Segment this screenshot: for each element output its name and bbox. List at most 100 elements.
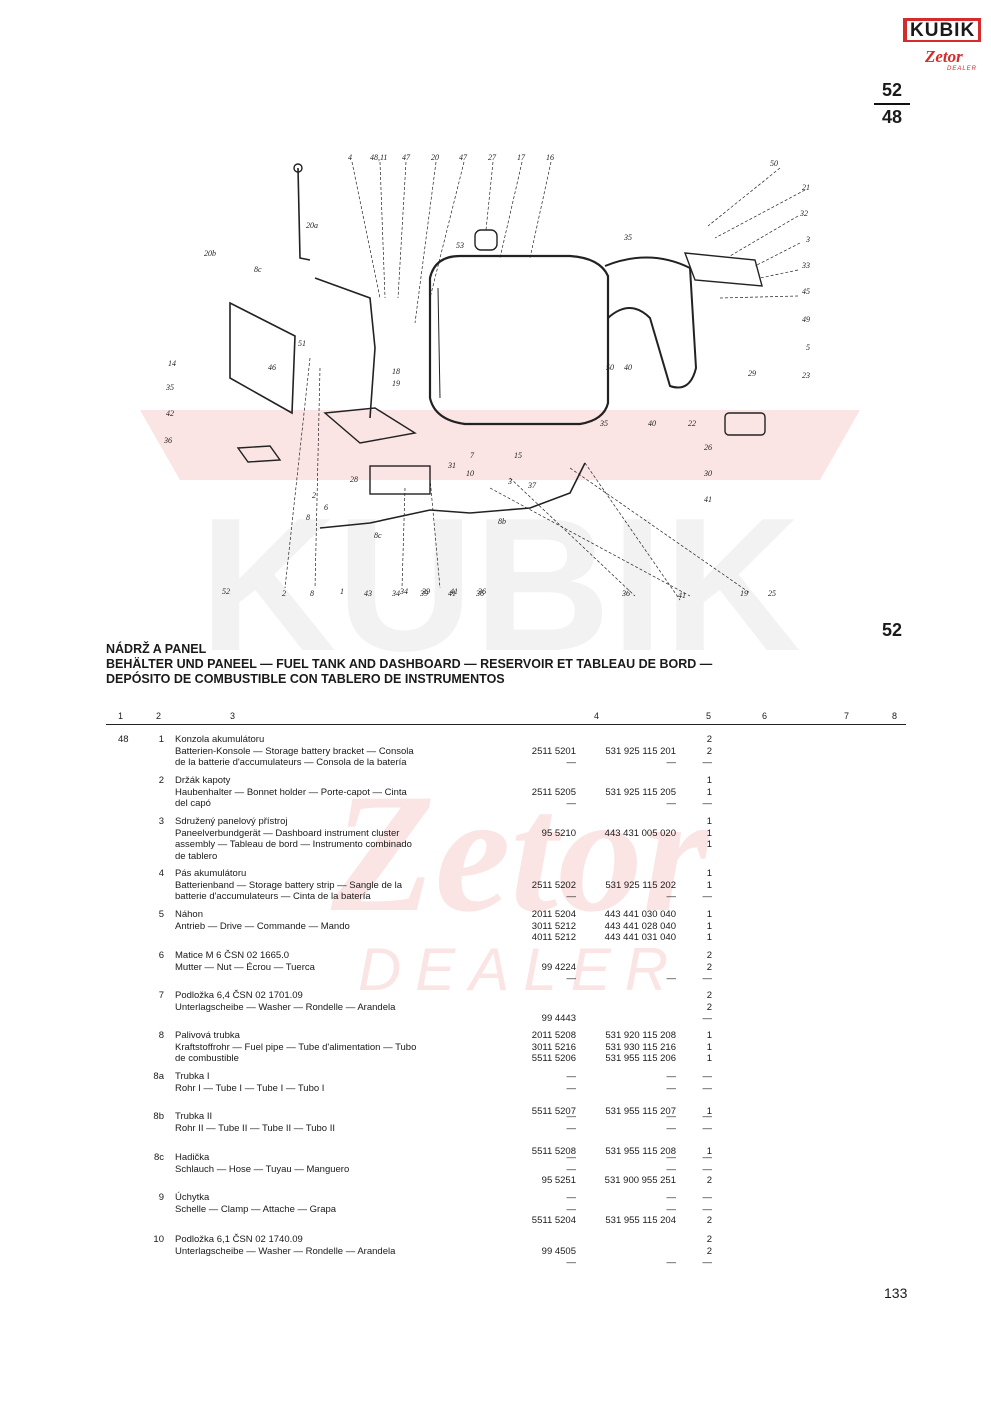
- label-2b: 2: [282, 589, 286, 598]
- quantity-column: —— 1: [700, 1111, 713, 1157]
- part-number-old: [516, 1094, 576, 1106]
- logo-sub: Zetor: [925, 47, 963, 66]
- part-number-old: 5511 5208: [531, 1145, 576, 1157]
- quantity: 2: [706, 734, 712, 745]
- part-number-new: [594, 990, 676, 1002]
- label-8c-b: 8c: [374, 531, 382, 540]
- label-53: 53: [456, 241, 464, 250]
- label-28: 28: [350, 475, 358, 484]
- description-line: Matice M 6 ČSN 02 1665.0: [175, 950, 290, 961]
- description-line: Sdružený panelový přístroj: [175, 816, 288, 827]
- part-number-old: [516, 990, 576, 1002]
- label-50: 50: [770, 159, 778, 168]
- part-number-old: 2011 5208: [531, 1030, 576, 1041]
- part-number-new: 531 930 115 216: [605, 1041, 676, 1053]
- part-number-new: 531 925 115 202: [605, 879, 676, 891]
- quantity: —: [702, 1013, 713, 1024]
- part-number-old: —: [566, 1082, 577, 1094]
- description-line: del capó: [175, 798, 211, 809]
- part-number-old: [516, 1234, 576, 1246]
- logo-dealer: DEALER: [947, 66, 978, 72]
- part-number-new: —: [666, 1071, 677, 1082]
- quantity: 2: [706, 1234, 712, 1245]
- part-number-old-column: 95 5210: [516, 816, 576, 862]
- part-number-new-column: ——531 955 115 204: [594, 1192, 676, 1227]
- part-number-new: [594, 1234, 676, 1246]
- quantity: 1: [706, 1030, 712, 1041]
- part-number-old: [516, 734, 576, 746]
- label-25: 25: [768, 589, 776, 598]
- part-number-new-column: 531 925 115 201—: [594, 734, 676, 769]
- quantity: —: [702, 757, 713, 768]
- label-36c: 36: [621, 589, 630, 598]
- label-4: 4: [348, 153, 352, 162]
- quantity: 2: [706, 1175, 712, 1186]
- label-3: 3: [805, 235, 810, 244]
- item-position: 9: [158, 1192, 164, 1203]
- part-number-old: 2011 5204: [531, 909, 576, 920]
- label-29: 29: [748, 369, 756, 378]
- fuel-tank-shape: [428, 254, 610, 426]
- label-41d: 41: [448, 589, 456, 598]
- control-rod-shape: [297, 167, 311, 261]
- part-number-new-column: —— 531 955 115 208: [594, 1111, 676, 1157]
- label-19: 19: [392, 379, 400, 388]
- quantity: 1: [706, 827, 712, 839]
- logo-brand: KUBIK: [907, 21, 979, 40]
- label-50b: 50: [606, 363, 614, 372]
- label-19b: 19: [740, 589, 748, 598]
- page-ref-bottom: 48: [881, 107, 903, 127]
- quantity: —: [702, 1203, 713, 1215]
- section-titles: NÁDRŽ A PANEL BEHÄLTER UND PANEEL — FUEL…: [106, 642, 826, 687]
- part-number-old-column: 99 4505—: [516, 1234, 576, 1269]
- part-number-new: [594, 851, 676, 863]
- label-43: 43: [364, 589, 372, 598]
- part-number-new: 443 441 028 040: [604, 920, 676, 932]
- part-number-old: 95 5251: [541, 1175, 576, 1186]
- description-line: Pás akumulátoru: [175, 868, 247, 879]
- part-number-new: [594, 1134, 676, 1146]
- label-34b: 34: [391, 589, 400, 598]
- plate-number: 52: [882, 620, 903, 640]
- description-line: Náhon: [175, 909, 203, 920]
- label-14: 14: [168, 359, 176, 368]
- quantity: —: [702, 1163, 713, 1175]
- switch-box-shape: [369, 465, 431, 495]
- part-number-old: —: [566, 1192, 577, 1203]
- part-number-new: 531 955 115 204: [605, 1215, 676, 1226]
- item-position: 8c: [153, 1152, 164, 1163]
- description-line: Mutter — Nut — Écrou — Tuerca: [175, 961, 315, 973]
- label-51: 51: [298, 339, 306, 348]
- page-reference: 52 48: [874, 80, 910, 128]
- part-number-new: —: [666, 1192, 677, 1203]
- part-number-old: —: [566, 1122, 577, 1134]
- label-5: 5: [806, 343, 810, 352]
- label-41b: 41: [450, 587, 458, 596]
- col-header-6: 6: [762, 711, 768, 721]
- description-line: batterie d'accumulateurs — Cinta de la b…: [175, 891, 371, 902]
- description-line: Hadička: [175, 1152, 210, 1163]
- part-number-new: [594, 775, 676, 787]
- part-number-old: [516, 851, 576, 863]
- part-number-old-column: 2511 5202—: [516, 868, 576, 903]
- quantity: —: [702, 1192, 713, 1203]
- part-number-new: —: [666, 1082, 677, 1094]
- part-number-old: 3011 5216: [531, 1041, 576, 1053]
- description-line: [175, 1094, 505, 1106]
- description-line: Trubka I: [175, 1071, 210, 1082]
- part-number-new: —: [666, 798, 677, 809]
- label-7: 7: [470, 451, 475, 460]
- quantity: 1: [706, 879, 712, 891]
- part-number-old: —: [566, 1163, 577, 1175]
- description-line: Kraftstoffrohr — Fuel pipe — Tube d'alim…: [175, 1041, 417, 1053]
- table-header-rule: [106, 724, 906, 725]
